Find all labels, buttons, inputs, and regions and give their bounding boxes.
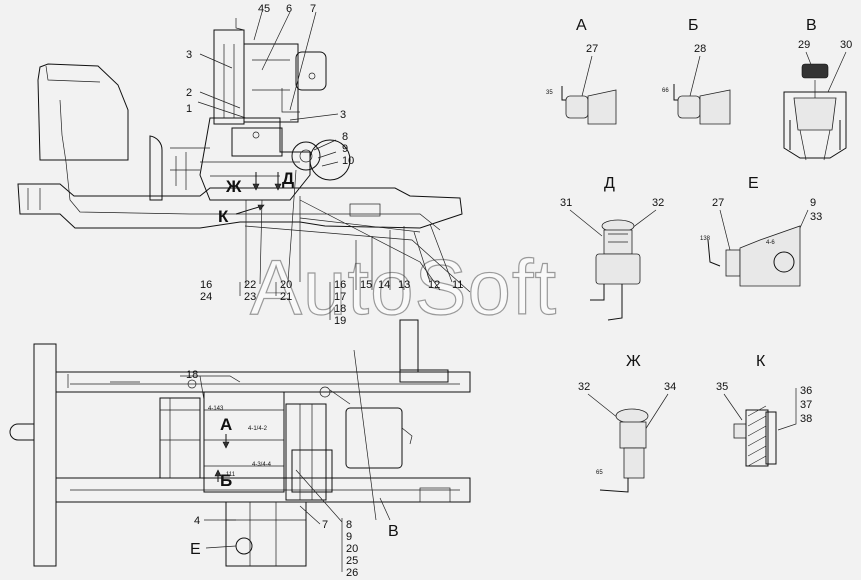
svg-text:3: 3 <box>340 109 346 121</box>
svg-text:27: 27 <box>586 43 598 55</box>
svg-text:28: 28 <box>694 43 706 55</box>
view-k-title: К <box>756 353 766 370</box>
svg-text:25: 25 <box>346 555 358 567</box>
svg-text:29: 29 <box>798 39 810 51</box>
cab-outline <box>37 63 129 161</box>
detail-view-zh: Ж 32 34 65 <box>578 353 676 493</box>
svg-text:3: 3 <box>186 49 192 61</box>
svg-text:4-6: 4-6 <box>766 240 775 246</box>
svg-text:8: 8 <box>346 519 352 531</box>
svg-text:23: 23 <box>244 291 256 303</box>
fuel-filter-housing <box>345 407 403 469</box>
svg-text:9: 9 <box>346 531 352 543</box>
svg-text:13: 13 <box>398 279 410 291</box>
detail-view-d: Д 31 32 <box>560 175 664 321</box>
svg-text:35: 35 <box>716 381 728 393</box>
top-assembly-view: Ж Д К 4 5 6 7 3 2 1 3 8 9 10 22 23 20 21… <box>17 3 471 327</box>
svg-text:33: 33 <box>810 211 822 223</box>
detail-view-v: В 29 30 <box>783 17 852 161</box>
view-zh-title: Ж <box>626 353 641 370</box>
marker-zh: Ж <box>225 177 242 196</box>
marker-e: Е <box>190 541 201 558</box>
svg-text:6: 6 <box>286 3 292 15</box>
svg-text:10: 10 <box>342 155 354 167</box>
svg-text:31: 31 <box>560 197 572 209</box>
view-d-title: Д <box>604 175 615 192</box>
svg-text:4-143: 4-143 <box>208 406 224 412</box>
marker-k: К <box>218 207 229 226</box>
svg-text:18: 18 <box>186 369 198 381</box>
svg-text:20: 20 <box>346 543 358 555</box>
svg-text:1: 1 <box>186 103 192 115</box>
bottom-plan-view: А Б Е В 4-143 4-1/4-2 4-3/4-4 111 18 4 7… <box>9 319 471 579</box>
svg-text:66: 66 <box>662 88 669 94</box>
view-b-title: Б <box>688 17 699 34</box>
svg-text:16: 16 <box>200 279 212 291</box>
svg-text:5: 5 <box>264 3 270 15</box>
svg-text:36: 36 <box>800 385 812 397</box>
marker-b: Б <box>220 471 232 490</box>
svg-text:16: 16 <box>334 279 346 291</box>
marker-d: Д <box>282 169 294 188</box>
svg-text:37: 37 <box>800 399 812 411</box>
svg-text:20: 20 <box>280 279 292 291</box>
svg-text:111: 111 <box>226 472 236 478</box>
svg-text:9: 9 <box>342 143 348 155</box>
svg-text:4: 4 <box>194 515 200 527</box>
view-v-title: В <box>806 17 817 34</box>
svg-text:38: 38 <box>800 413 812 425</box>
svg-text:35: 35 <box>546 90 553 96</box>
svg-text:27: 27 <box>712 197 724 209</box>
svg-text:2: 2 <box>186 87 192 99</box>
engine-plan <box>203 391 285 493</box>
svg-text:4: 4 <box>258 3 264 15</box>
svg-text:26: 26 <box>346 567 358 579</box>
svg-text:138: 138 <box>700 236 711 242</box>
svg-text:30: 30 <box>840 39 852 51</box>
engine-block <box>199 117 311 201</box>
front-bumper <box>33 343 57 567</box>
detail-view-e: Е 27 9 33 138 4-6 <box>700 175 822 287</box>
svg-text:4-1/4-2: 4-1/4-2 <box>248 426 268 432</box>
detail-view-b: Б 28 66 <box>662 17 731 125</box>
svg-text:19: 19 <box>334 315 346 327</box>
frame-rail-top <box>17 183 463 229</box>
detail-view-a: А 27 35 <box>546 17 617 125</box>
svg-text:4-3/4-4: 4-3/4-4 <box>252 462 272 468</box>
svg-text:18: 18 <box>334 303 346 315</box>
svg-text:34: 34 <box>664 381 676 393</box>
marker-a: А <box>220 415 232 434</box>
svg-text:17: 17 <box>334 291 346 303</box>
svg-text:21: 21 <box>280 291 292 303</box>
view-e-title: Е <box>748 175 759 192</box>
svg-text:8: 8 <box>342 131 348 143</box>
marker-v: В <box>388 523 399 540</box>
svg-text:22: 22 <box>244 279 256 291</box>
view-a-title: А <box>576 17 587 34</box>
svg-text:32: 32 <box>652 197 664 209</box>
svg-text:11: 11 <box>452 279 463 291</box>
svg-text:15: 15 <box>360 279 372 291</box>
svg-text:12: 12 <box>428 279 440 291</box>
air-filter <box>213 29 245 125</box>
svg-text:7: 7 <box>322 519 328 531</box>
svg-text:24: 24 <box>200 291 212 303</box>
frame-upper-rail <box>55 371 471 393</box>
svg-text:65: 65 <box>596 470 603 476</box>
svg-text:9: 9 <box>810 197 816 209</box>
svg-text:7: 7 <box>310 3 316 15</box>
detail-view-k: К 35 36 37 38 <box>716 353 812 467</box>
svg-text:32: 32 <box>578 381 590 393</box>
svg-text:14: 14 <box>378 279 390 291</box>
